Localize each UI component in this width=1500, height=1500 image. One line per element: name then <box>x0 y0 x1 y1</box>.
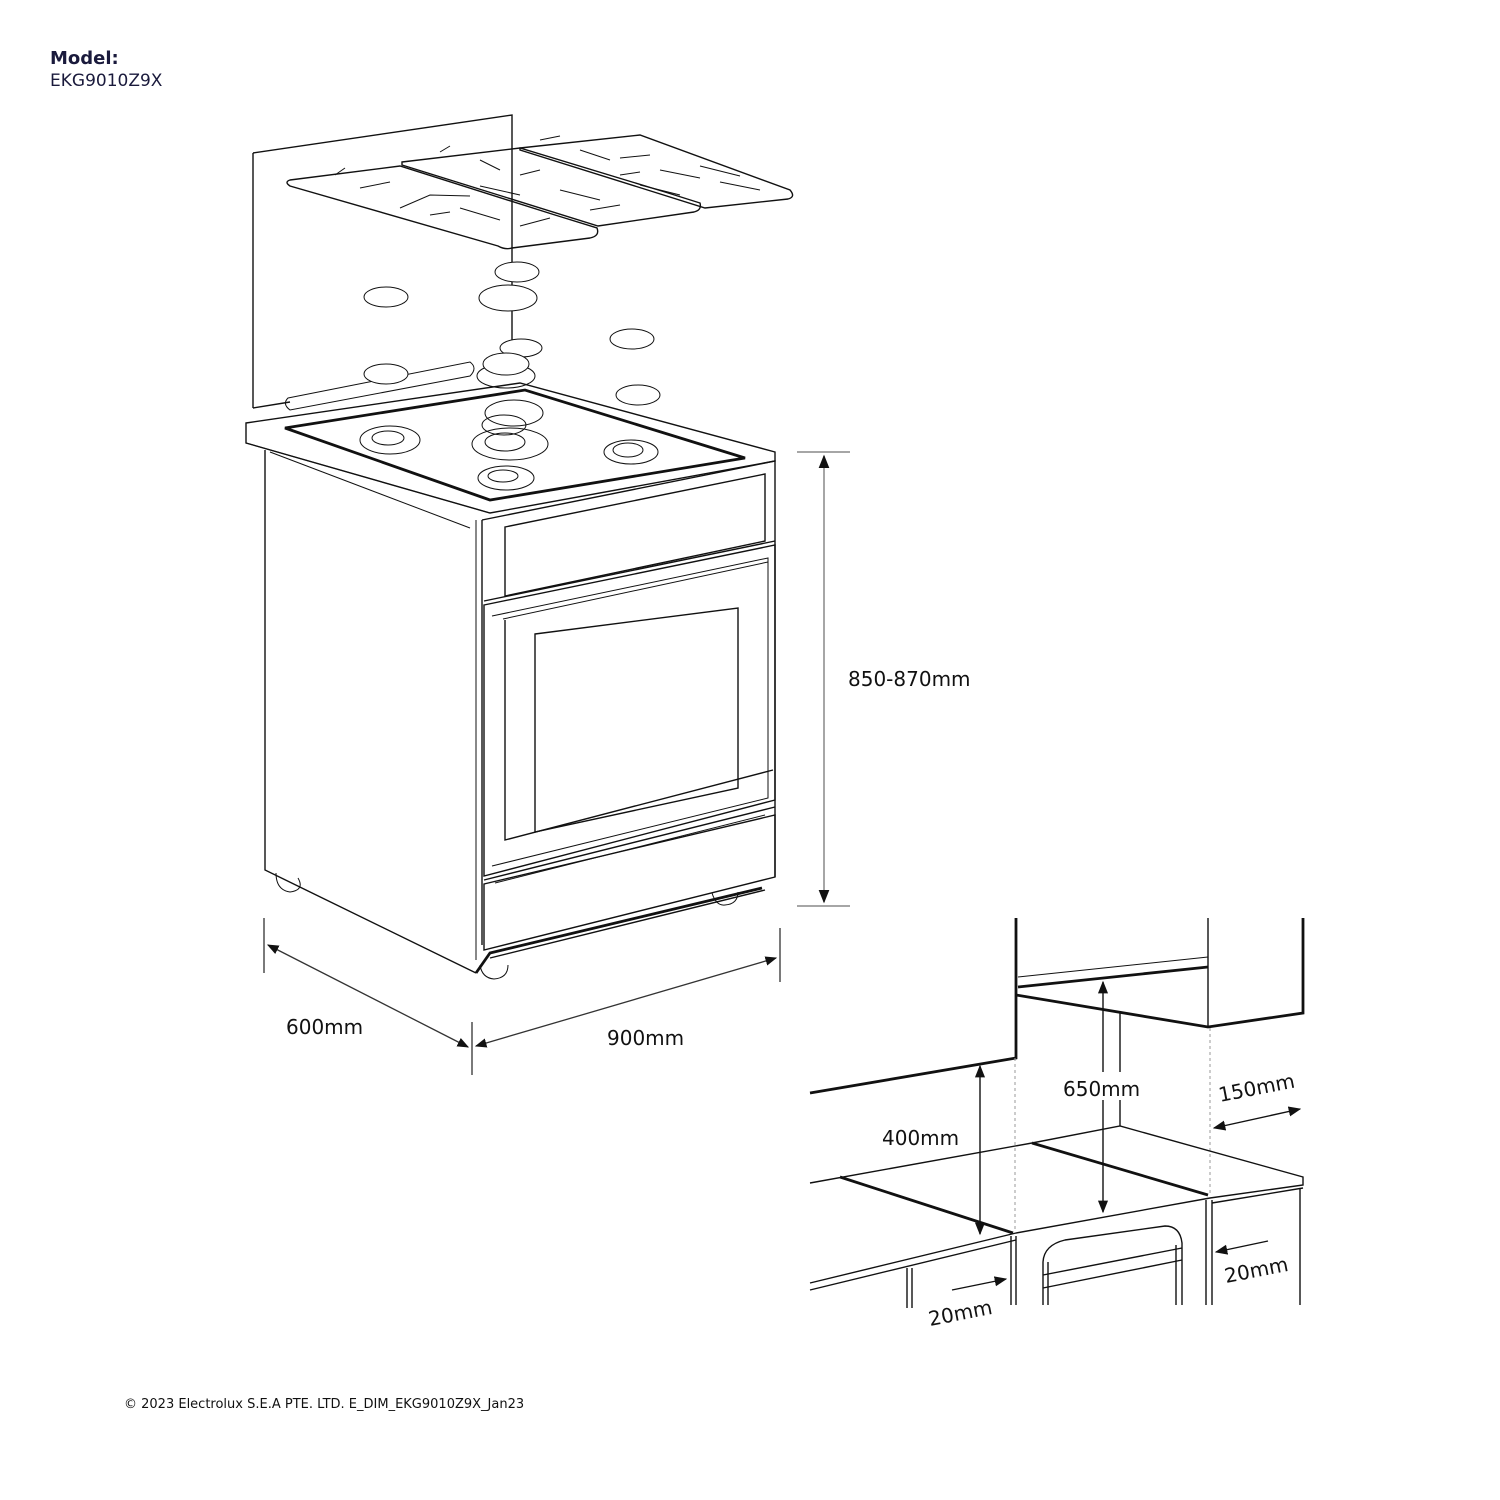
clearance-650-dimension: 650mm <box>1062 980 1146 1214</box>
depth-dimension: 600mm <box>263 918 473 1075</box>
height-400-dimension: 400mm <box>882 1064 986 1236</box>
gap-left-label: 20mm <box>926 1295 994 1331</box>
height-400-label: 400mm <box>882 1126 959 1150</box>
hob-top <box>245 382 776 514</box>
hob-burners <box>359 399 659 491</box>
width-label: 900mm <box>607 1026 684 1050</box>
control-panel <box>504 473 766 597</box>
gap-right-label: 20mm <box>1222 1252 1290 1288</box>
oven-body <box>264 450 776 974</box>
copyright-footer: © 2023 Electrolux S.E.A PTE. LTD. E_DIM_… <box>124 1397 525 1412</box>
clearance-150-label: 150mm <box>1216 1069 1296 1107</box>
height-label: 850-870mm <box>848 667 971 691</box>
feet <box>275 872 739 980</box>
width-dimension: 900mm <box>474 928 781 1050</box>
depth-label: 600mm <box>286 1015 363 1039</box>
clearance-150-dimension: 150mm <box>1212 1069 1302 1131</box>
storage-drawer <box>483 806 776 881</box>
model-code: EKG9010Z9X <box>50 71 163 91</box>
clearance-650-label: 650mm <box>1063 1077 1140 1101</box>
gap-left-dimension: 20mm <box>926 1276 1008 1331</box>
height-dimension: 850-870mm <box>797 451 971 907</box>
burner-parts <box>363 261 661 406</box>
cooker-illustration <box>245 114 794 980</box>
model-header: Model: EKG9010Z9X <box>50 48 162 92</box>
oven-door <box>483 540 776 602</box>
pan-supports <box>286 134 794 250</box>
backsplash-panel <box>252 114 513 411</box>
model-label: Model: <box>50 48 119 69</box>
gap-right-dimension: 20mm <box>1214 1240 1290 1288</box>
